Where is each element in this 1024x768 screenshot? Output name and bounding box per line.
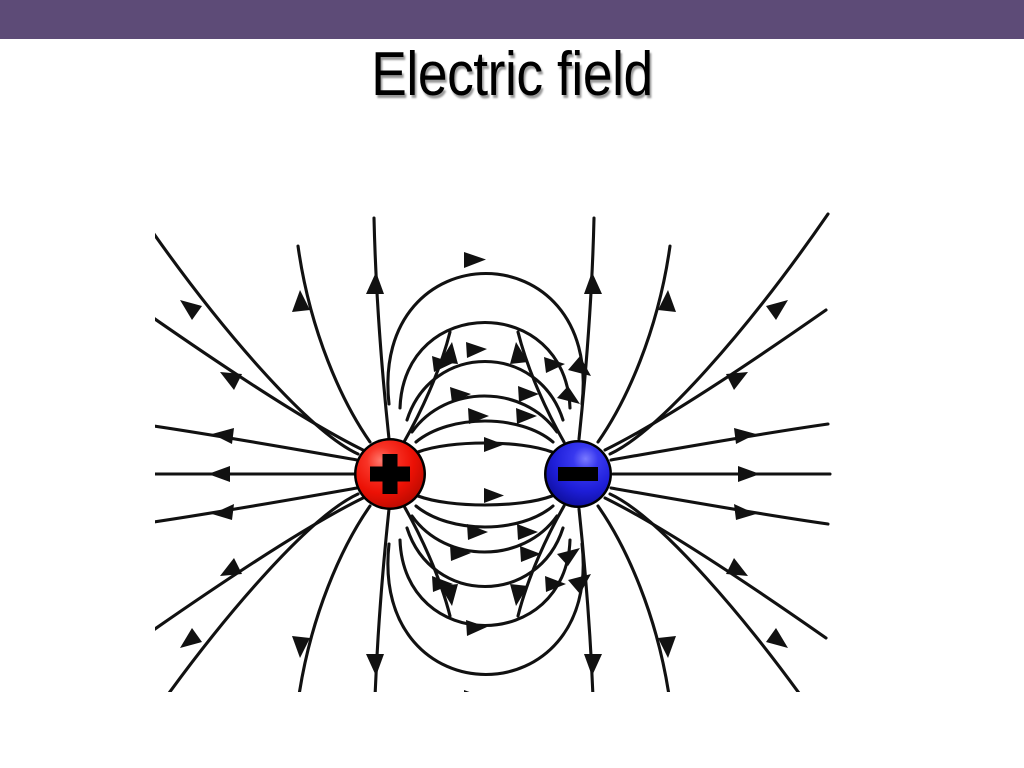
positive-charge-field-lines: [155, 216, 458, 692]
slide-header-bar: [0, 0, 1024, 39]
dipole-arc-lines: [386, 252, 591, 692]
negative-charge-field-lines: [510, 212, 832, 692]
page-title: Electric field: [371, 40, 653, 109]
positive-charge: [354, 438, 426, 510]
electric-dipole-diagram: [155, 168, 855, 692]
negative-charge: [544, 440, 612, 508]
